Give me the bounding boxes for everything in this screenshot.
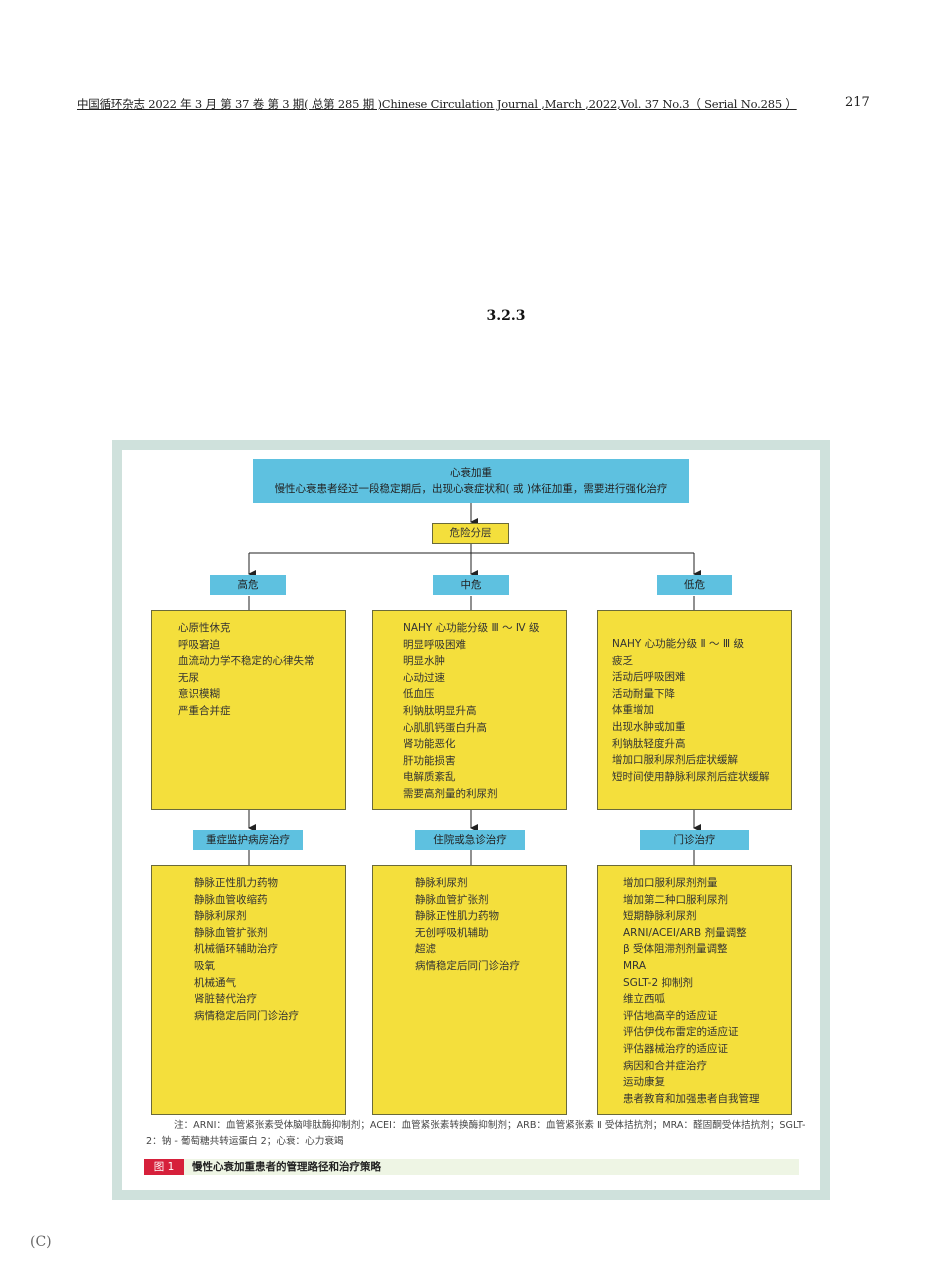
list-item: SGLT-2 抑制剂: [623, 976, 693, 989]
list-item: 吸氧: [194, 959, 215, 972]
list-item: 疲乏: [612, 654, 633, 667]
list-item: 评估器械治疗的适应证: [623, 1042, 728, 1055]
top-box-description: 慢性心衰患者经过一段稳定期后，出现心衰症状和( 或 )体征加重，需要进行强化治疗: [274, 483, 668, 495]
treatments-high-list: 静脉正性肌力药物 静脉血管收缩药 静脉利尿剂 静脉血管扩张剂 机械循环辅助治疗 …: [194, 875, 345, 1024]
list-item: ARNI/ACEI/ARB 剂量调整: [623, 926, 747, 939]
level-high-box: 高危: [210, 575, 286, 595]
list-item: 运动康复: [623, 1076, 665, 1089]
list-item: 无尿: [178, 671, 199, 684]
figure-label: 图 1: [144, 1159, 184, 1175]
list-item: 增加口服利尿剂后症状缓解: [612, 754, 738, 767]
journal-header: 中国循环杂志 2022 年 3 月 第 37 卷 第 3 期( 总第 285 期…: [77, 97, 797, 111]
list-item: 机械通气: [194, 976, 236, 989]
list-item: 心肌肌钙蛋白升高: [403, 721, 487, 734]
criteria-high-list: 心原性休克 呼吸窘迫 血流动力学不稳定的心律失常 无尿 意识模糊 严重合并症: [178, 620, 345, 720]
list-item: 无创呼吸机辅助: [415, 926, 489, 939]
list-item: 增加第二种口服利尿剂: [623, 893, 728, 906]
copyright-mark: (C): [30, 1234, 52, 1250]
list-item: 心动过速: [403, 671, 445, 684]
criteria-low-box: NAHY 心功能分级 Ⅱ ～ Ⅲ 级 疲乏 活动后呼吸困难 活动耐量下降 体重增…: [597, 610, 792, 810]
list-item: 低血压: [403, 688, 435, 701]
list-item: 静脉血管扩张剂: [194, 926, 268, 939]
treatments-medium-box: 静脉利尿剂 静脉血管扩张剂 静脉正性肌力药物 无创呼吸机辅助 超滤 病情稳定后同…: [372, 865, 567, 1115]
risk-stratification-box: 危险分层: [432, 523, 509, 544]
treatments-high-box: 静脉正性肌力药物 静脉血管收缩药 静脉利尿剂 静脉血管扩张剂 机械循环辅助治疗 …: [151, 865, 346, 1115]
treatments-low-box: 增加口服利尿剂剂量 增加第二种口服利尿剂 短期静脉利尿剂 ARNI/ACEI/A…: [597, 865, 792, 1115]
list-item: 意识模糊: [178, 688, 220, 701]
level-medium-box: 中危: [433, 575, 509, 595]
list-item: 静脉利尿剂: [194, 910, 247, 923]
list-item: NAHY 心功能分级 Ⅱ ～ Ⅲ 级: [612, 638, 744, 650]
list-item: 静脉血管收缩药: [194, 893, 268, 906]
figure-caption: 慢性心衰加重患者的管理路径和治疗策略: [192, 1161, 381, 1173]
setting-icu-box: 重症监护病房治疗: [193, 830, 303, 850]
list-item: 活动耐量下降: [612, 687, 675, 700]
list-item: 静脉正性肌力药物: [415, 910, 499, 923]
heart-failure-worsening-box: 心衰加重 慢性心衰患者经过一段稳定期后，出现心衰症状和( 或 )体征加重，需要进…: [253, 459, 689, 503]
list-item: 利钠肽轻度升高: [612, 737, 686, 750]
abbreviation-note: 注：ARNI：血管紧张素受体脑啡肽酶抑制剂；ACEI：血管紧张素转换酶抑制剂；A…: [146, 1120, 806, 1147]
criteria-medium-box: NAHY 心功能分级 Ⅲ ～ Ⅳ 级 明显呼吸困难 明显水肿 心动过速 低血压 …: [372, 610, 567, 810]
section-heading: 3.2.3: [486, 308, 526, 324]
caption-bar: [144, 1159, 799, 1175]
list-item: 病因和合并症治疗: [623, 1059, 707, 1072]
page-number: 217: [845, 95, 870, 110]
list-item: 维立西呱: [623, 993, 665, 1006]
list-item: 呼吸窘迫: [178, 638, 220, 651]
list-item: 评估伊伐布雷定的适应证: [623, 1026, 739, 1039]
list-item: MRA: [623, 959, 647, 972]
list-item: 机械循环辅助治疗: [194, 943, 278, 956]
list-item: 静脉血管扩张剂: [415, 893, 489, 906]
list-item: 肝功能损害: [403, 754, 456, 767]
list-item: 明显水肿: [403, 655, 445, 668]
list-item: 电解质紊乱: [403, 771, 456, 784]
list-item: 短时间使用静脉利尿剂后症状缓解: [612, 770, 770, 783]
criteria-high-box: 心原性休克 呼吸窘迫 血流动力学不稳定的心律失常 无尿 意识模糊 严重合并症: [151, 610, 346, 810]
list-item: 增加口服利尿剂剂量: [623, 877, 718, 889]
list-item: 肾脏替代治疗: [194, 993, 257, 1006]
list-item: 病情稳定后同门诊治疗: [194, 1009, 299, 1022]
list-item: 严重合并症: [178, 704, 231, 717]
list-item: 超滤: [415, 943, 436, 956]
top-box-title: 心衰加重: [450, 467, 492, 479]
list-item: 肾功能恶化: [403, 738, 456, 751]
criteria-medium-list: NAHY 心功能分级 Ⅲ ～ Ⅳ 级 明显呼吸困难 明显水肿 心动过速 低血压 …: [403, 620, 566, 803]
list-item: 需要高剂量的利尿剂: [403, 787, 498, 800]
list-item: 活动后呼吸困难: [612, 671, 686, 684]
list-item: 明显呼吸困难: [403, 638, 466, 651]
setting-outpatient-box: 门诊治疗: [640, 830, 749, 850]
criteria-low-list: NAHY 心功能分级 Ⅱ ～ Ⅲ 级 疲乏 活动后呼吸困难 活动耐量下降 体重增…: [612, 636, 791, 785]
list-item: 评估地高辛的适应证: [623, 1009, 718, 1022]
treatments-medium-list: 静脉利尿剂 静脉血管扩张剂 静脉正性肌力药物 无创呼吸机辅助 超滤 病情稳定后同…: [415, 875, 566, 975]
level-low-box: 低危: [657, 575, 732, 595]
list-item: 短期静脉利尿剂: [623, 910, 697, 923]
list-item: 静脉正性肌力药物: [194, 877, 278, 889]
list-item: 出现水肿或加重: [612, 720, 686, 733]
list-item: 患者教育和加强患者自我管理: [623, 1092, 760, 1105]
setting-inpatient-box: 住院或急诊治疗: [415, 830, 525, 850]
list-item: 静脉利尿剂: [415, 877, 468, 889]
list-item: 心原性休克: [178, 622, 231, 634]
list-item: NAHY 心功能分级 Ⅲ ～ Ⅳ 级: [403, 622, 540, 634]
list-item: β 受体阻滞剂剂量调整: [623, 943, 728, 956]
treatments-low-list: 增加口服利尿剂剂量 增加第二种口服利尿剂 短期静脉利尿剂 ARNI/ACEI/A…: [623, 875, 791, 1107]
list-item: 利钠肽明显升高: [403, 704, 477, 717]
list-item: 病情稳定后同门诊治疗: [415, 959, 520, 972]
list-item: 体重增加: [612, 704, 654, 717]
list-item: 血流动力学不稳定的心律失常: [178, 655, 315, 668]
